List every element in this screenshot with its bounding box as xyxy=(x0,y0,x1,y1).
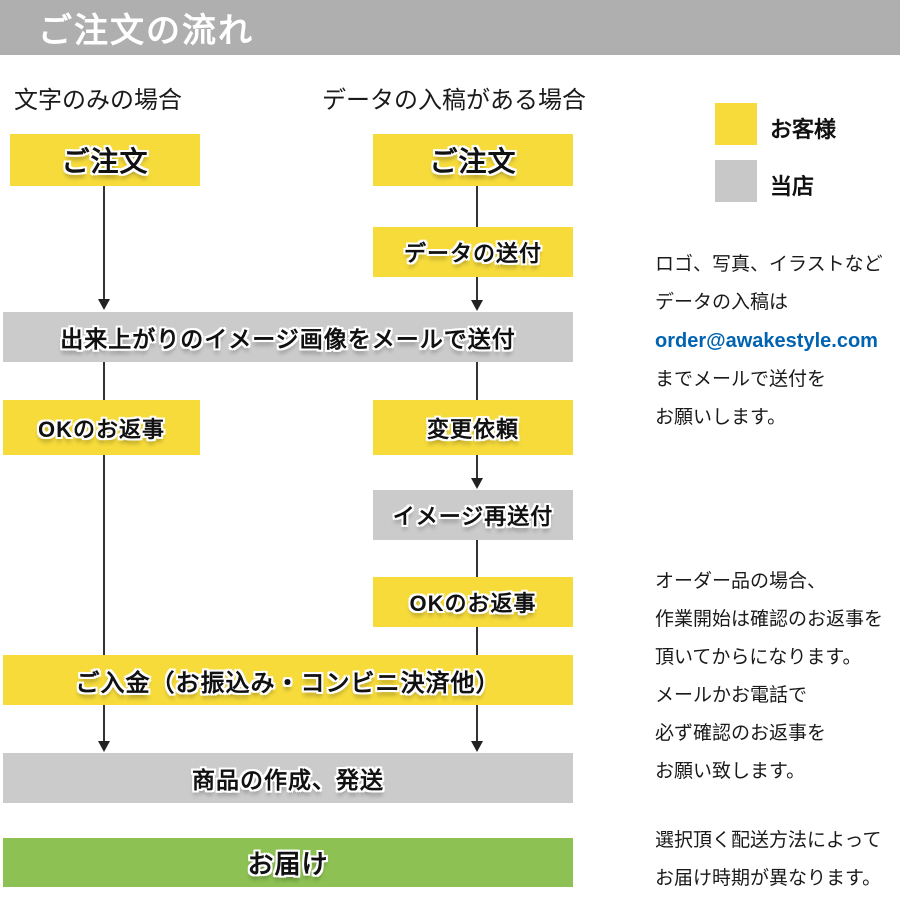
connector-right-ok-to-payment xyxy=(476,627,478,655)
flow-step-ok-reply-left-label: OKのお返事 xyxy=(37,416,165,442)
note-order-confirmation: オーダー品の場合、 作業開始は確認のお返事を 頂いてからになります。 メールかお… xyxy=(655,563,883,791)
connector-right-change-to-resend xyxy=(476,455,478,487)
flow-step-payment: ご入金（お振込み・コンビニ決済他） xyxy=(3,655,573,705)
note-line: 必ず確認のお返事を xyxy=(655,723,827,744)
note-delivery-time: 選択頂く配送方法によって お届け時期が異なります。 xyxy=(655,822,881,898)
note-line: 選択頂く配送方法によって xyxy=(655,830,882,851)
flow-step-delivery-label: お届け xyxy=(247,849,329,879)
connector-left-order-to-imagesend xyxy=(103,186,105,308)
left-column-heading: 文字のみの場合 xyxy=(14,87,182,114)
legend-shop-swatch xyxy=(715,160,757,202)
flow-step-data-send: データの送付 xyxy=(373,227,573,277)
connector-left-payment-to-production xyxy=(103,705,105,750)
flow-step-order-left: ご注文 xyxy=(10,134,200,186)
note-data-submission: ロゴ、写真、イラストなど データの入稿は order@awakestyle.co… xyxy=(655,246,883,437)
note-line: お願いします。 xyxy=(655,407,787,428)
flow-step-data-send-label: データの送付 xyxy=(403,241,542,266)
note-line: 作業開始は確認のお返事を xyxy=(655,609,884,630)
header-bar: ご注文の流れ xyxy=(0,0,900,55)
flow-step-image-resend-label: イメージ再送付 xyxy=(392,504,554,529)
legend-shop-label: 当店 xyxy=(770,174,815,199)
legend-customer-label: お客様 xyxy=(770,117,837,142)
flow-step-production-label: 商品の作成、発送 xyxy=(192,767,384,793)
flow-step-image-resend: イメージ再送付 xyxy=(373,490,573,540)
note-line: 頂いてからになります。 xyxy=(655,647,862,668)
right-column-heading: データの入稿がある場合 xyxy=(322,87,586,114)
flow-step-ok-reply-right-label: OKのお返事 xyxy=(409,591,537,616)
flow-step-order-right-label: ご注文 xyxy=(429,146,517,177)
flow-step-order-right: ご注文 xyxy=(373,134,573,186)
note-line: データの入稿は xyxy=(655,292,789,313)
flow-step-change-request: 変更依頼 xyxy=(373,400,573,455)
note-line: オーダー品の場合、 xyxy=(655,571,827,592)
connector-left-ok-to-payment xyxy=(103,455,105,655)
email-link[interactable]: order@awakestyle.com xyxy=(655,330,878,352)
flow-step-delivery: お届け xyxy=(3,838,573,887)
connector-right-resend-to-ok xyxy=(476,540,478,577)
connector-right-datasend-to-imagesend xyxy=(476,277,478,309)
note-line: メールかお電話で xyxy=(655,685,808,706)
note-line: お届け時期が異なります。 xyxy=(655,868,882,889)
flow-step-image-send-label: 出来上がりのイメージ画像をメールで送付 xyxy=(60,326,516,352)
note-line: お願い致します。 xyxy=(655,761,806,782)
connector-right-payment-to-production xyxy=(476,705,478,750)
note-line: までメールで送付を xyxy=(655,369,827,390)
legend-customer-swatch xyxy=(715,103,757,145)
connector-right-imagesend-to-change xyxy=(476,362,478,400)
note-line: ロゴ、写真、イラストなど xyxy=(655,254,883,275)
flow-step-ok-reply-right: OKのお返事 xyxy=(373,577,573,627)
flow-step-ok-reply-left: OKのお返事 xyxy=(3,400,200,455)
connector-right-order-to-datasend xyxy=(476,186,478,227)
page-title: ご注文の流れ xyxy=(38,12,254,50)
flow-step-payment-label: ご入金（お振込み・コンビニ決済他） xyxy=(75,669,501,697)
flow-step-production: 商品の作成、発送 xyxy=(3,753,573,803)
flow-step-order-left-label: ご注文 xyxy=(61,146,149,177)
flow-step-image-send: 出来上がりのイメージ画像をメールで送付 xyxy=(3,312,573,362)
flow-step-change-request-label: 変更依頼 xyxy=(426,416,519,442)
connector-left-imagesend-to-ok xyxy=(103,362,105,400)
